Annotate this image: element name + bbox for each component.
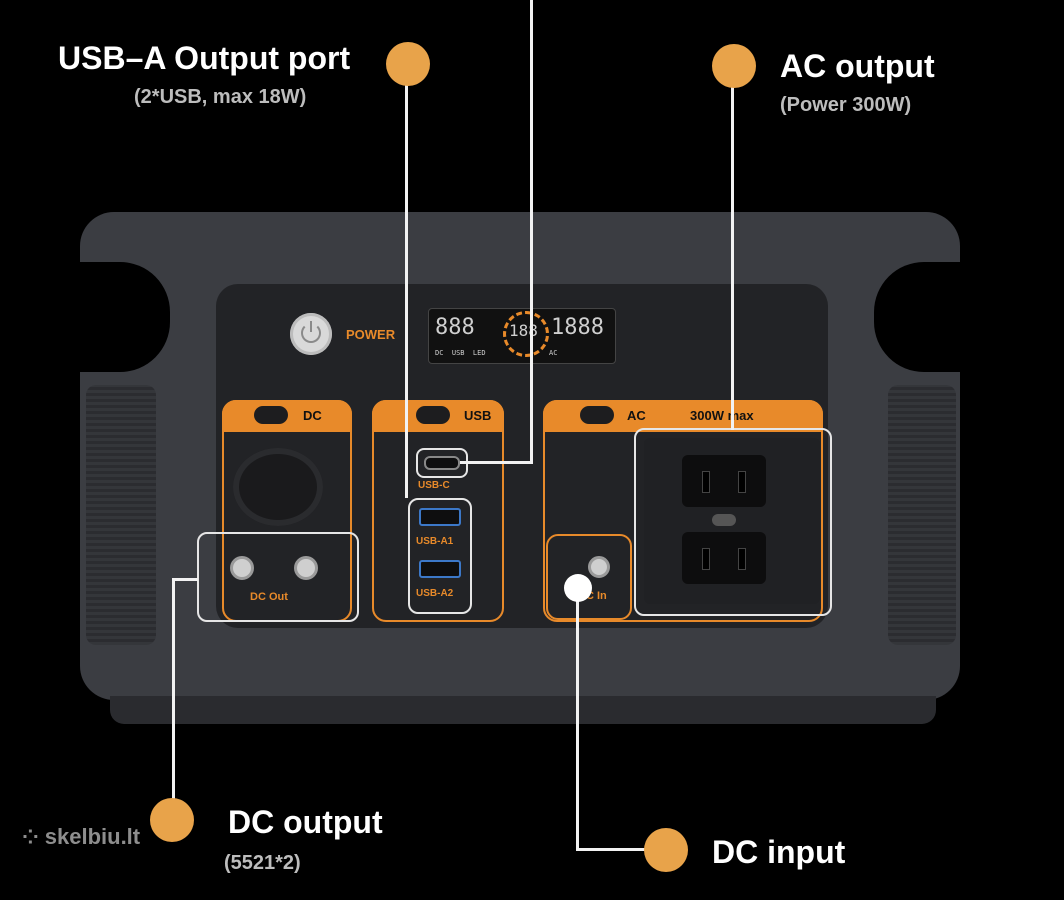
dcin-leader-line-vertical xyxy=(576,586,579,850)
lcd-center-ring xyxy=(503,311,549,357)
usb-label: USB xyxy=(464,408,492,423)
dcout-callout-title: DC output xyxy=(228,804,383,840)
dcout-leader-line-horizontal xyxy=(172,578,198,581)
usba-highlight-box xyxy=(408,498,472,614)
socket-slot-icon xyxy=(738,548,746,570)
socket-slot-icon xyxy=(702,548,710,570)
left-grille xyxy=(86,385,156,645)
lcd-right-digits: 1888 xyxy=(551,315,604,340)
socket-slot-icon xyxy=(738,471,746,493)
dcout-callout-sub: (5521*2) xyxy=(224,852,301,874)
power-button[interactable] xyxy=(290,313,332,355)
ac-callout-sub: (Power 300W) xyxy=(780,94,912,116)
dcin-callout-title: DC input xyxy=(712,834,846,870)
usba-callout-dot xyxy=(386,42,430,86)
usba-callout-title: USB–A Output port xyxy=(58,40,351,76)
ac-callout-dot xyxy=(712,44,756,88)
usba-leader-line xyxy=(405,84,408,498)
ac-label: AC xyxy=(627,408,646,423)
ac-callout-title: AC output xyxy=(780,48,935,84)
dcout-leader-line-vertical xyxy=(172,578,175,818)
usba1-port[interactable] xyxy=(419,508,461,526)
ac-socket-bottom[interactable] xyxy=(682,532,766,584)
dcout-callout-dot xyxy=(150,798,194,842)
usba1-label: USB-A1 xyxy=(416,536,454,547)
power-label: POWER xyxy=(346,327,396,342)
dcin-callout-dot xyxy=(644,828,688,872)
dc-out-port-2[interactable] xyxy=(294,556,318,580)
power-icon xyxy=(301,323,321,343)
lcd-display: 888 188 1888 DC USB LED AC xyxy=(428,308,616,364)
ac-max-label: 300W max xyxy=(690,408,754,423)
ac-leader-line xyxy=(731,84,734,430)
watermark-text: skelbiu.lt xyxy=(44,824,141,849)
left-handle-cutout xyxy=(60,262,170,372)
watermark: ⁘ skelbiu.lt xyxy=(22,824,140,850)
usb-toggle-button[interactable] xyxy=(416,406,450,424)
right-handle-cutout xyxy=(874,262,984,372)
usbc-port[interactable] xyxy=(424,456,460,470)
lcd-left-digits: 888 xyxy=(435,315,475,340)
lcd-center-digits: 188 xyxy=(509,321,538,340)
ac-toggle-button[interactable] xyxy=(580,406,614,424)
usbc-leader-line-vertical xyxy=(530,0,533,464)
usbc-leader-line-horizontal xyxy=(460,461,533,464)
watermark-dots-icon: ⁘ xyxy=(22,826,39,849)
dc-label: DC xyxy=(303,408,322,423)
car-socket[interactable] xyxy=(233,448,323,526)
dc-out-highlight-box xyxy=(197,532,359,622)
usbc-label: USB-C xyxy=(418,480,450,491)
right-grille xyxy=(888,385,956,645)
dc-in-box xyxy=(546,534,632,620)
usba-callout-sub: (2*USB, max 18W) xyxy=(134,86,307,108)
ac-socket-top[interactable] xyxy=(682,455,766,507)
device-base xyxy=(110,696,936,724)
dc-toggle-button[interactable] xyxy=(254,406,288,424)
power-icon-bar xyxy=(310,321,312,332)
usba2-label: USB-A2 xyxy=(416,588,454,599)
dcin-marker-dot xyxy=(564,574,592,602)
socket-slot-icon xyxy=(702,471,710,493)
usba2-port[interactable] xyxy=(419,560,461,578)
lcd-left-labels: DC USB LED xyxy=(435,349,486,357)
lcd-right-labels: AC xyxy=(549,349,566,357)
dcin-leader-line-horizontal xyxy=(576,848,662,851)
ac-outlet-screw xyxy=(712,514,736,526)
dc-out-label: DC Out xyxy=(250,591,288,603)
dc-out-port-1[interactable] xyxy=(230,556,254,580)
dc-in-port[interactable] xyxy=(588,556,610,578)
